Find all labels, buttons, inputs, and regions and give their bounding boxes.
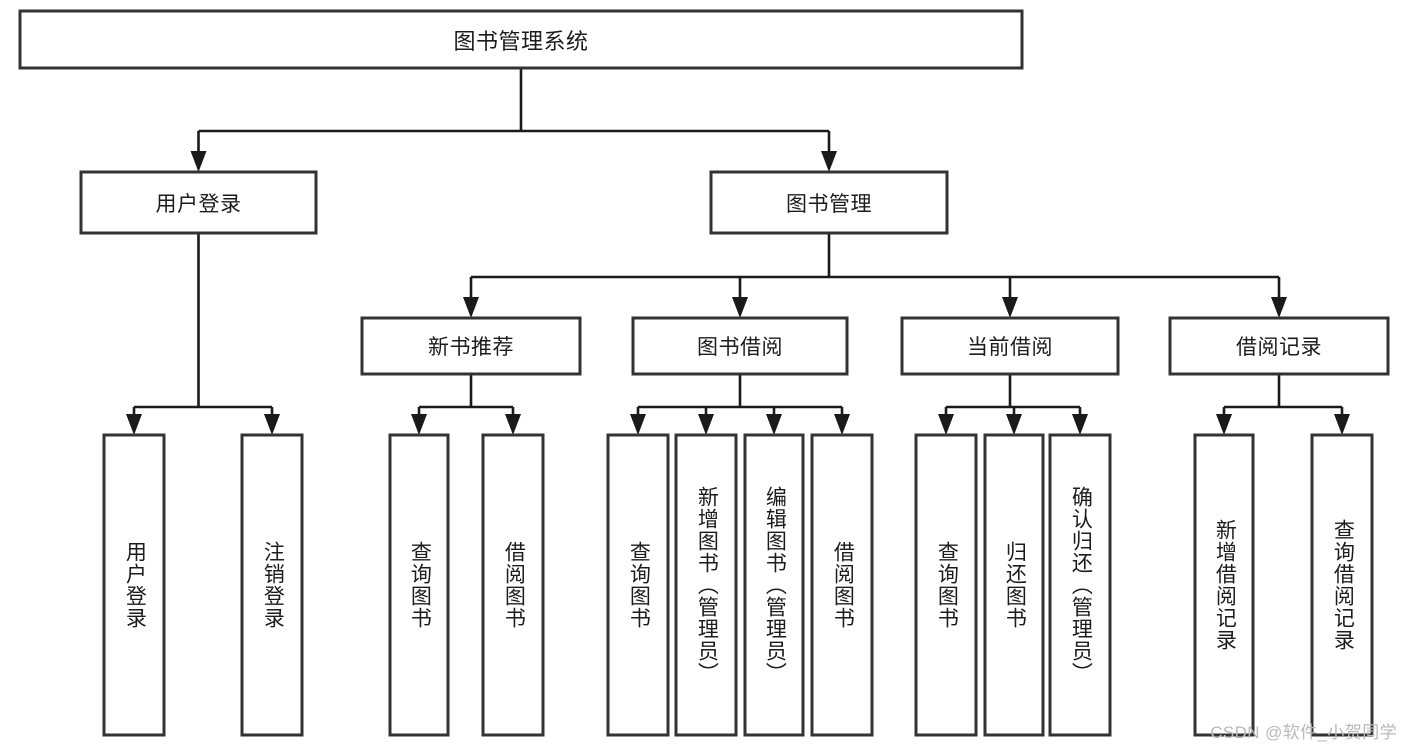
arrow-head-icon (1271, 297, 1287, 318)
node-box-borrow-record[interactable] (1168, 316, 1390, 376)
node-box-leaf-query-borrow-record[interactable] (1310, 433, 1374, 737)
arrow-head-icon (1002, 297, 1018, 318)
arrow-head-icon (732, 297, 748, 318)
node-box-leaf-add-borrow-record[interactable] (1193, 433, 1255, 737)
node-box-root[interactable] (18, 9, 1024, 70)
node-box-leaf-borrow-book-rec[interactable] (481, 433, 545, 737)
arrow-head-icon (630, 414, 646, 435)
node-box-leaf-confirm-return-admin[interactable] (1048, 433, 1112, 737)
node-box-user-login[interactable] (79, 170, 318, 235)
arrow-head-icon (1006, 414, 1022, 435)
node-box-leaf-logout[interactable] (240, 433, 304, 737)
arrow-head-icon (190, 151, 207, 172)
arrow-head-icon (264, 414, 280, 435)
node-box-leaf-query-book-current[interactable] (914, 433, 978, 737)
node-box-leaf-query-book-rec[interactable] (388, 433, 450, 737)
arrow-head-icon (1216, 414, 1232, 435)
arrow-head-icon (463, 297, 479, 318)
arrow-head-icon (505, 414, 521, 435)
arrow-head-icon (821, 151, 837, 172)
node-box-new-book-recommend[interactable] (360, 316, 582, 376)
arrow-head-icon (938, 414, 954, 435)
node-box-leaf-borrow-book[interactable] (810, 433, 874, 737)
node-box-leaf-edit-book-admin[interactable] (743, 433, 805, 737)
node-box-leaf-add-book-admin[interactable] (674, 433, 738, 737)
node-box-book-borrow[interactable] (631, 316, 849, 376)
node-box-book-manage[interactable] (709, 170, 949, 235)
arrow-head-icon (834, 414, 850, 435)
arrow-head-icon (126, 414, 142, 435)
arrow-head-icon (698, 414, 714, 435)
arrow-head-icon (766, 414, 782, 435)
node-box-leaf-user-login[interactable] (102, 433, 166, 737)
node-box-leaf-query-book-borrow[interactable] (606, 433, 670, 737)
arrow-head-icon (411, 414, 427, 435)
arrow-head-icon (1072, 414, 1088, 435)
arrow-head-icon (1334, 414, 1350, 435)
node-box-current-borrow[interactable] (900, 316, 1120, 376)
node-box-leaf-return-book[interactable] (983, 433, 1045, 737)
